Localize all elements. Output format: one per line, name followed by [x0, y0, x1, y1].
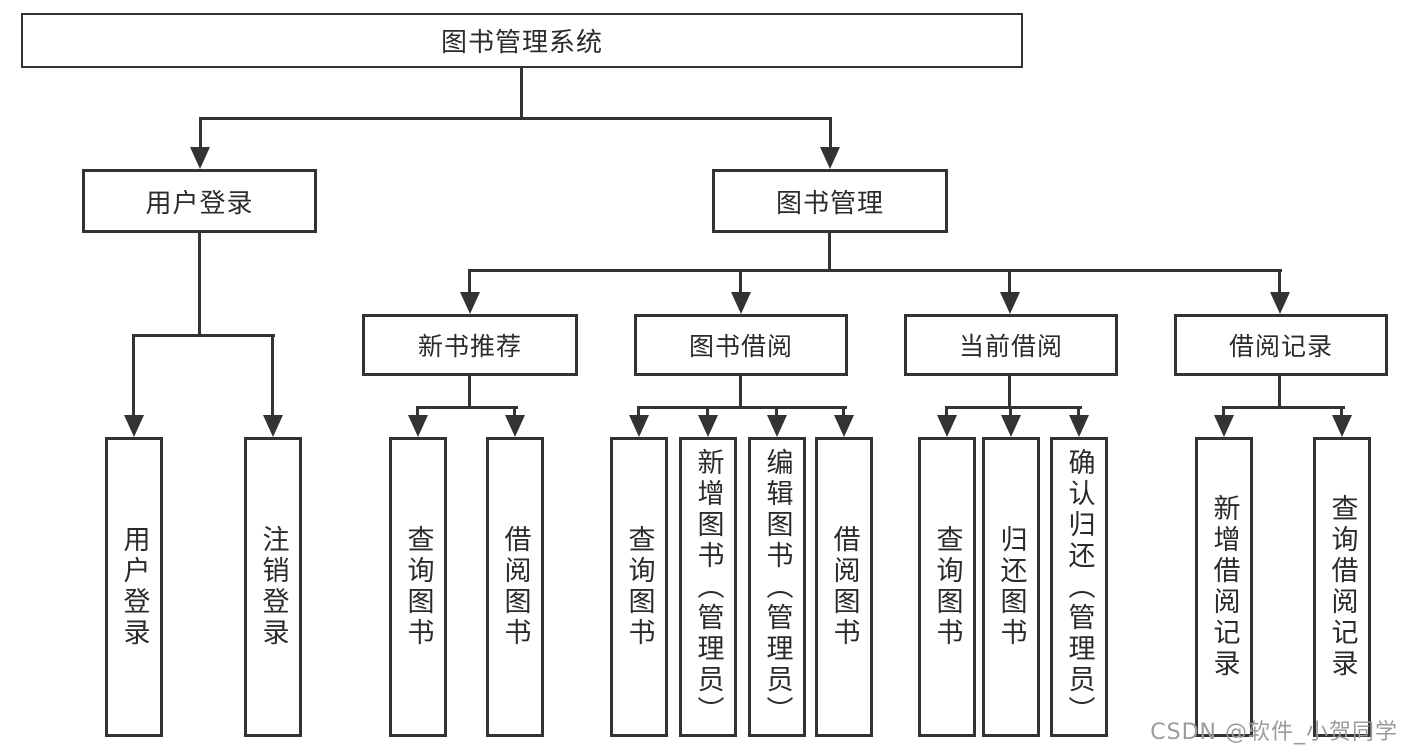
node-new-book-recommend: 新书推荐: [362, 314, 578, 376]
node-book-borrow-label: 图书借阅: [688, 332, 793, 361]
arrowhead-down: [1214, 415, 1234, 437]
connector-line: [945, 406, 1082, 409]
connector-line: [1222, 406, 1345, 409]
leaf-confirm-return-admin-label: 确认归还（管理员）: [1063, 447, 1095, 727]
leaf-edit-books-admin-label: 编辑图书（管理员）: [761, 447, 793, 727]
arrowhead-down: [731, 292, 751, 314]
leaf-borrow-query-books: 查询图书: [610, 437, 668, 737]
leaf-recommend-borrow-books: 借阅图书: [486, 437, 544, 737]
connector-line: [1008, 269, 1011, 296]
arrowhead-down: [190, 147, 210, 169]
leaf-current-query-books: 查询图书: [918, 437, 976, 737]
root-node-label: 图书管理系统: [440, 28, 603, 58]
leaf-borrow-query-books-label: 查询图书: [623, 525, 655, 649]
arrowhead-down: [1270, 292, 1290, 314]
leaf-recommend-query-books-label: 查询图书: [402, 525, 434, 649]
connector-line: [468, 269, 1282, 272]
arrowhead-down: [263, 415, 283, 437]
node-current-borrow: 当前借阅: [904, 314, 1118, 376]
leaf-recommend-borrow-books-label: 借阅图书: [499, 525, 531, 649]
connector-line: [199, 117, 832, 120]
node-book-management-label: 图书管理: [775, 188, 884, 219]
connector-line: [199, 117, 202, 151]
leaf-add-books-admin-label: 新增图书（管理员）: [692, 447, 724, 727]
connector-line: [739, 376, 742, 409]
arrowhead-down: [1000, 292, 1020, 314]
csdn-watermark: CSDN @软件_小贺同学: [1150, 720, 1398, 745]
connector-line: [945, 406, 948, 419]
leaf-borrow-books-label: 借阅图书: [828, 525, 860, 649]
connector-line: [132, 334, 135, 417]
arrowhead-down: [767, 415, 787, 437]
node-borrow-records-label: 借阅记录: [1228, 332, 1333, 361]
arrowhead-down: [505, 415, 525, 437]
leaf-current-query-books-label: 查询图书: [931, 525, 963, 649]
connector-line: [1008, 376, 1011, 409]
connector-line: [1340, 406, 1343, 419]
connector-line: [1278, 376, 1281, 409]
leaf-add-borrow-record-label: 新增借阅记录: [1208, 494, 1240, 680]
connector-line: [520, 68, 523, 119]
arrowhead-down: [937, 415, 957, 437]
arrowhead-down: [460, 292, 480, 314]
node-user-login: 用户登录: [82, 169, 317, 233]
leaf-logout: 注销登录: [244, 437, 302, 737]
arrowhead-down: [124, 415, 144, 437]
leaf-borrow-books: 借阅图书: [815, 437, 873, 737]
connector-line: [416, 406, 518, 409]
connector-line: [271, 334, 274, 417]
arrowhead-down: [408, 415, 428, 437]
node-book-borrow: 图书借阅: [634, 314, 848, 376]
node-new-book-recommend-label: 新书推荐: [417, 332, 522, 361]
leaf-user-login-label: 用户登录: [118, 525, 150, 649]
leaf-return-books-label: 归还图书: [995, 525, 1027, 649]
leaf-logout-label: 注销登录: [257, 525, 289, 649]
arrowhead-down: [834, 415, 854, 437]
arrowhead-down: [820, 147, 840, 169]
connector-line: [133, 334, 275, 337]
connector-line: [828, 233, 831, 272]
leaf-recommend-query-books: 查询图书: [389, 437, 447, 737]
leaf-return-books: 归还图书: [982, 437, 1040, 737]
leaf-user-login: 用户登录: [105, 437, 163, 737]
arrowhead-down: [1332, 415, 1352, 437]
connector-line: [1009, 406, 1012, 419]
connector-line: [637, 406, 847, 409]
root-node-library-system: 图书管理系统: [21, 13, 1023, 68]
node-book-management: 图书管理: [712, 169, 948, 233]
leaf-edit-books-admin: 编辑图书（管理员）: [748, 437, 806, 737]
leaf-add-borrow-record: 新增借阅记录: [1195, 437, 1253, 737]
connector-line: [1278, 269, 1281, 296]
leaf-confirm-return-admin: 确认归还（管理员）: [1050, 437, 1108, 737]
arrowhead-down: [629, 415, 649, 437]
arrowhead-down: [698, 415, 718, 437]
connector-line: [637, 406, 640, 419]
node-user-login-label: 用户登录: [145, 188, 254, 219]
connector-line: [198, 233, 201, 335]
connector-line: [1077, 406, 1080, 419]
connector-line: [829, 117, 832, 151]
arrowhead-down: [1001, 415, 1021, 437]
connector-line: [739, 269, 742, 296]
node-current-borrow-label: 当前借阅: [958, 332, 1063, 361]
connector-line: [468, 269, 471, 296]
leaf-query-borrow-record-label: 查询借阅记录: [1326, 494, 1358, 680]
node-borrow-records: 借阅记录: [1174, 314, 1388, 376]
connector-line: [706, 406, 709, 419]
connector-line: [416, 406, 419, 419]
connector-line: [775, 406, 778, 419]
connector-line: [468, 376, 471, 409]
arrowhead-down: [1069, 415, 1089, 437]
connector-line: [1222, 406, 1225, 419]
connector-line: [842, 406, 845, 419]
leaf-add-books-admin: 新增图书（管理员）: [679, 437, 737, 737]
leaf-query-borrow-record: 查询借阅记录: [1313, 437, 1371, 737]
connector-line: [513, 406, 516, 419]
